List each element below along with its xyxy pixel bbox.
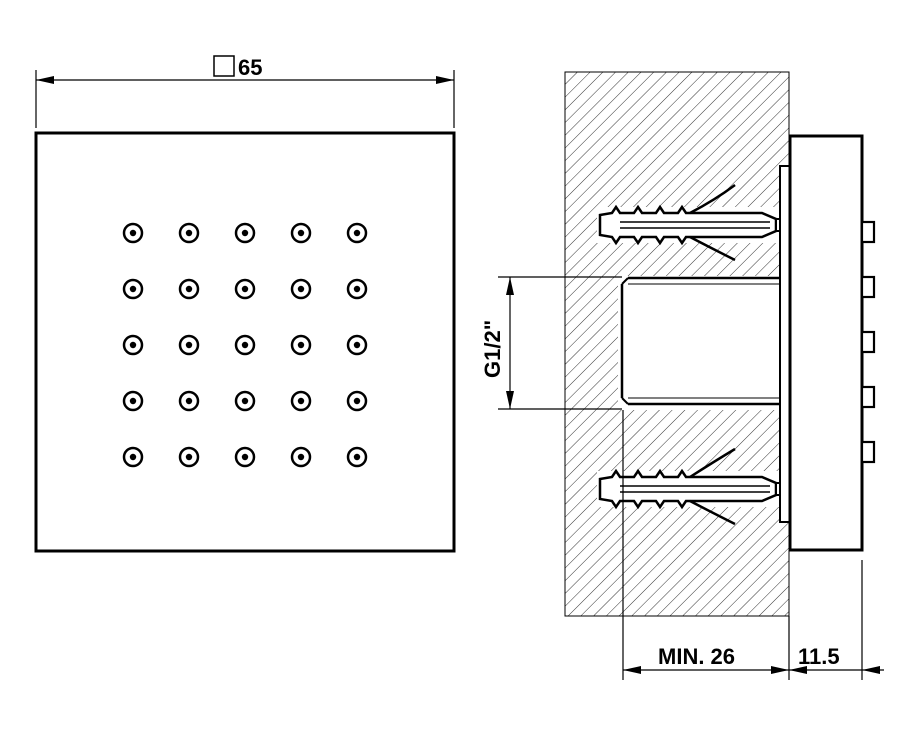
- side-nozzles: [860, 220, 876, 464]
- side-view: G1/2" MIN. 26 11.5: [480, 71, 884, 680]
- nozzle: [234, 278, 256, 300]
- thickness-label: 11.5: [798, 644, 840, 669]
- depth-dimensions: MIN. 26 11.5: [622, 410, 884, 680]
- nozzle: [234, 390, 256, 412]
- wall-section: [565, 72, 789, 616]
- nozzle: [234, 334, 256, 356]
- nozzle: [346, 278, 368, 300]
- depth-label: MIN. 26: [658, 644, 735, 669]
- nozzle: [290, 446, 312, 468]
- nozzle: [122, 334, 144, 356]
- thread-dimension: G1/2": [480, 276, 622, 410]
- front-view: 65: [34, 55, 456, 553]
- square-symbol: [213, 55, 235, 77]
- shower-body: [788, 134, 864, 552]
- nozzle: [290, 222, 312, 244]
- width-label: 65: [238, 55, 262, 80]
- nozzle: [346, 446, 368, 468]
- nozzle: [234, 222, 256, 244]
- nozzle: [178, 278, 200, 300]
- nozzle: [346, 390, 368, 412]
- nozzle: [178, 390, 200, 412]
- nozzle: [122, 446, 144, 468]
- front-plate: [34, 131, 456, 553]
- nozzle: [290, 390, 312, 412]
- nozzle: [122, 390, 144, 412]
- nozzle: [290, 334, 312, 356]
- nozzle: [178, 334, 200, 356]
- wall-anchor-top: [598, 183, 783, 262]
- nozzle: [122, 278, 144, 300]
- threaded-pipe: [620, 276, 779, 406]
- nozzle: [178, 446, 200, 468]
- nozzle: [122, 222, 144, 244]
- nozzle-grid: [122, 222, 368, 468]
- width-dimension: 65: [35, 55, 455, 128]
- nozzle: [346, 222, 368, 244]
- nozzle: [290, 278, 312, 300]
- nozzle: [234, 446, 256, 468]
- nozzle: [346, 334, 368, 356]
- nozzle: [178, 222, 200, 244]
- thread-label: G1/2": [480, 320, 505, 378]
